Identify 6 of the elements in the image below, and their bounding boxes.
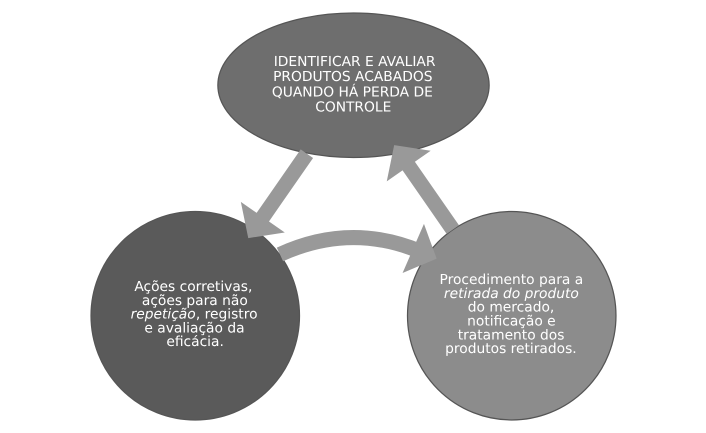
arrow [386, 145, 458, 234]
arrow [276, 224, 436, 273]
arrow [240, 149, 313, 238]
node-circle: Ações corretivas, ações para não repetição, registro e avaliação da eficácia. [90, 210, 300, 421]
node-circle: Procedimento para a retirada do produto do mercado, notificação e tratamento dos produtos retirados. [406, 210, 616, 421]
node-ellipse: IDENTIFICAR E AVALIAR PRODUTOS ACABADOS QUANDO HÁ PERDA DE CONTROLE [216, 12, 490, 158]
